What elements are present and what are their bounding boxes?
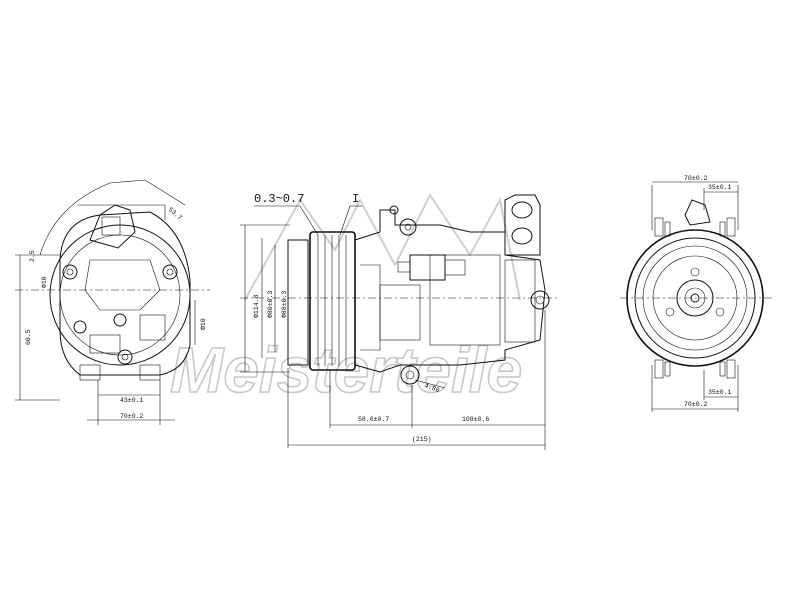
watermark-logo-mark xyxy=(244,193,521,301)
left-housing-outline xyxy=(59,211,191,376)
front-dim-dia-3: Φ88±0.3 xyxy=(281,291,288,318)
front-dim-total: (215) xyxy=(412,436,432,443)
front-clutch-plate xyxy=(287,239,309,366)
left-view: 53.7 2.5 60.5 Φ10 Φ10 43±0.1 70±0.2 xyxy=(15,179,210,425)
left-mount-hole-right xyxy=(162,264,178,280)
front-dim-offset: 4.80 xyxy=(423,382,440,394)
right-dim-top-inner: 35±0.1 xyxy=(708,184,732,191)
front-dim-dia-2: Φ80±0.3 xyxy=(267,291,274,318)
left-mount-hole-bottom xyxy=(117,349,133,365)
front-body-outline xyxy=(354,209,546,373)
right-view: 70±0.2 35±0.1 35±0.1 70±0.2 xyxy=(620,175,775,412)
left-dim-bottom-inner: 43±0.1 xyxy=(120,397,144,404)
callout-detail: I xyxy=(352,192,359,206)
front-dim-len-a: 58.6±0.7 xyxy=(358,416,389,423)
left-dim-bore-left: Φ10 xyxy=(41,276,48,288)
right-dim-bottom-inner: 35±0.1 xyxy=(708,389,732,396)
front-view: 0.3~0.7 I xyxy=(240,192,560,450)
left-dim-height-side: 60.5 xyxy=(25,329,32,345)
front-dim-dia-1: Φ114.8 xyxy=(253,294,260,318)
left-dim-radius-side: 2.5 xyxy=(29,250,36,262)
left-mount-hole-left xyxy=(62,264,78,280)
front-top-fitting xyxy=(504,194,541,256)
left-dim-bottom-outer: 70±0.2 xyxy=(120,413,144,420)
front-rear-mount xyxy=(530,290,550,310)
front-connector xyxy=(409,254,446,281)
front-bottom-mount xyxy=(400,365,420,385)
right-dim-bottom-outer: 70±0.2 xyxy=(684,401,708,408)
left-dim-angle-top: 53.7 xyxy=(167,206,184,221)
right-dim-top-outer: 70±0.2 xyxy=(684,175,708,182)
left-connector-block xyxy=(89,204,136,249)
front-dim-len-b: 108±0.6 xyxy=(462,416,489,423)
left-angle-arc xyxy=(39,179,186,256)
left-dim-bore-right: Φ10 xyxy=(200,318,207,330)
right-top-fitting xyxy=(684,199,711,226)
callout-gap: 0.3~0.7 xyxy=(254,192,304,206)
